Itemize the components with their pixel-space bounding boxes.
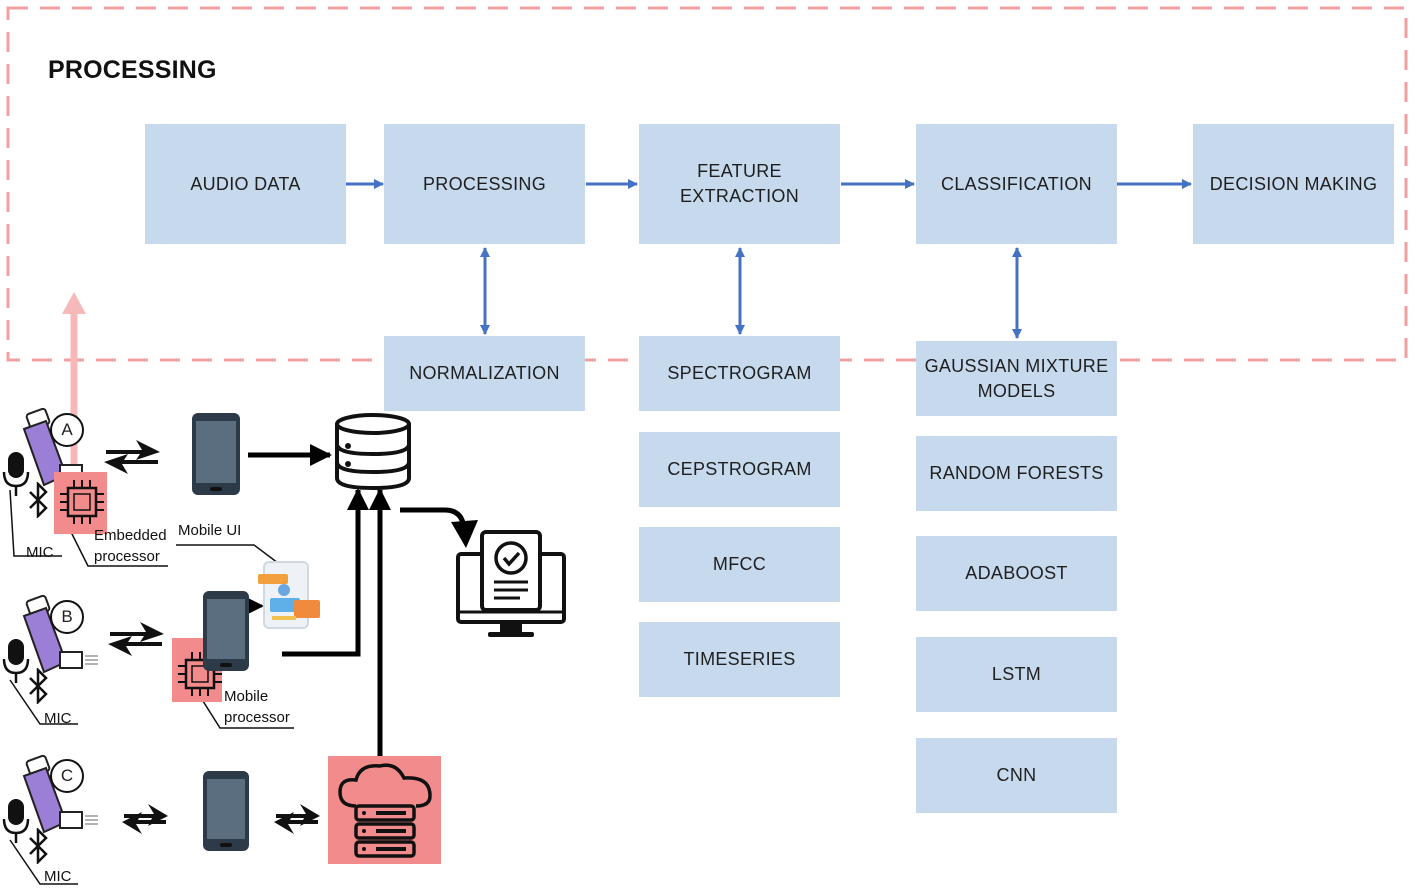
swap-arrows-icon-C2	[274, 804, 320, 834]
leader-processor-B	[195, 689, 294, 729]
box-audio-data: AUDIO DATA	[145, 124, 346, 244]
smartphone-icon-B	[203, 591, 249, 671]
arrow-phoneB-database	[282, 488, 369, 657]
swap-arrows-icon-B	[108, 622, 164, 656]
bluetooth-icon-C	[29, 828, 48, 864]
mobile-ui-label: Mobile UI	[178, 522, 242, 539]
box-lstm: LSTM	[916, 637, 1117, 712]
bluetooth-icon-A	[29, 482, 48, 518]
microphone-icon-A	[2, 452, 30, 496]
scenario-label-B: B	[50, 600, 84, 634]
processor-label-A: Embedded processor	[94, 527, 167, 565]
inhaler-icon-C	[22, 754, 98, 834]
box-mfcc: MFCC	[639, 527, 840, 602]
report-monitor-icon	[456, 530, 566, 637]
section-title: PROCESSING	[48, 56, 217, 84]
inhaler-icon-B	[22, 594, 98, 674]
box-spectrogram: SPECTROGRAM	[639, 336, 840, 411]
swap-arrows-icon-A	[104, 440, 160, 474]
smartphone-icon-C	[203, 771, 249, 851]
box-decision-making: DECISION MAKING	[1193, 124, 1394, 244]
bluetooth-icon-B	[29, 668, 48, 704]
cloud-highlight	[328, 756, 441, 864]
mic-label-A: MIC	[26, 544, 54, 561]
mobile-ui-icon	[258, 561, 320, 629]
box-gmm: GAUSSIAN MIXTURE MODELS	[916, 341, 1117, 416]
smartphone-icon-A	[192, 413, 240, 495]
scenario-label-C: C	[50, 759, 84, 793]
box-timeseries: TIMESERIES	[639, 622, 840, 697]
box-feature-extraction: FEATURE EXTRACTION	[639, 124, 840, 244]
leader-mic-B	[9, 679, 78, 725]
box-cnn: CNN	[916, 738, 1117, 813]
cloud-server-icon	[338, 763, 432, 858]
leader-mic-A	[9, 489, 62, 557]
mic-label-B: MIC	[44, 710, 72, 727]
box-adaboost: ADABOOST	[916, 536, 1117, 611]
leader-mic-C	[9, 839, 78, 885]
swap-arrows-icon-C1	[122, 804, 168, 834]
box-normalization: NORMALIZATION	[384, 336, 585, 411]
leader-mobile-ui	[176, 544, 279, 564]
box-processing: PROCESSING	[384, 124, 585, 244]
chip-icon-B	[178, 652, 222, 696]
mic-label-C: MIC	[44, 868, 72, 885]
arrow-device-to-processing-head	[62, 292, 86, 314]
microphone-icon-C	[2, 799, 30, 843]
chip-icon-A	[60, 480, 104, 524]
microphone-icon-B	[2, 639, 30, 683]
box-random-forests: RANDOM FORESTS	[916, 436, 1117, 511]
box-classification: CLASSIFICATION	[916, 124, 1117, 244]
scenario-label-A: A	[50, 413, 84, 447]
processor-label-B: Mobile processor	[224, 688, 290, 726]
database-icon	[335, 413, 411, 491]
box-cepstrogram: CEPSTROGRAM	[639, 432, 840, 507]
arrow-database-monitor-head	[451, 520, 478, 548]
